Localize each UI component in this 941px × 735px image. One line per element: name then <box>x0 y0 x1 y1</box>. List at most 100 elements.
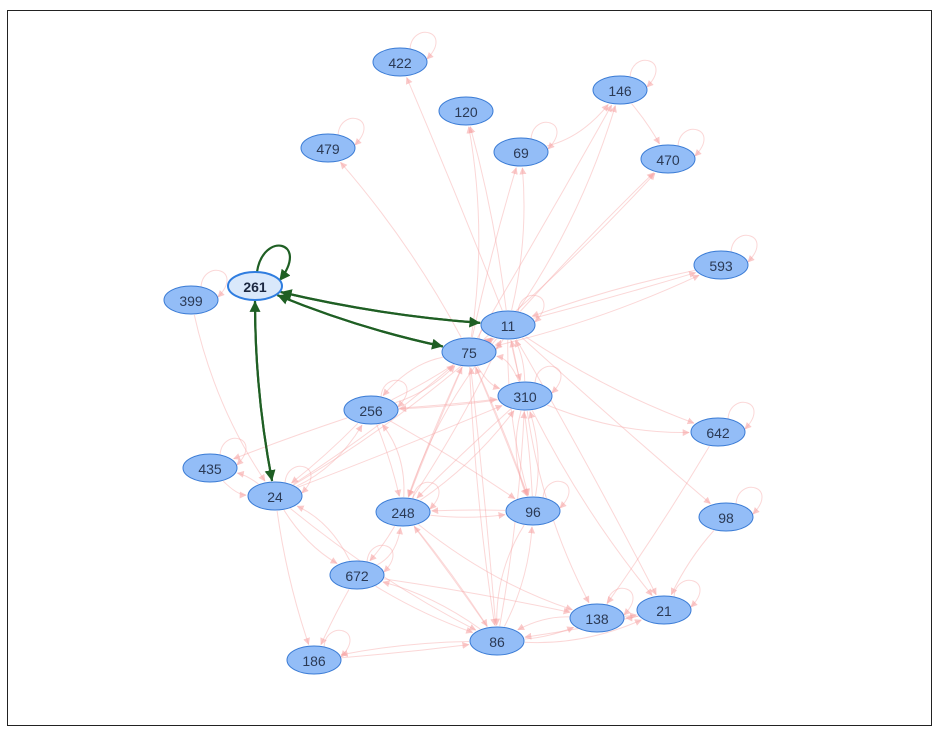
node-shape-642[interactable] <box>690 417 746 447</box>
node-shape-146[interactable] <box>592 75 648 105</box>
node-shape-98[interactable] <box>698 502 754 532</box>
node-75[interactable]: 75 <box>441 337 497 367</box>
node-672[interactable]: 672 <box>329 560 385 590</box>
edge-479-to-479 <box>337 117 365 146</box>
edge-86-to-248 <box>413 526 488 628</box>
node-shape-593[interactable] <box>693 250 749 280</box>
edge-96-to-75 <box>474 366 528 497</box>
edge-310-to-96 <box>515 410 528 497</box>
node-shape-479[interactable] <box>300 133 356 163</box>
edge-138-to-86 <box>517 616 570 631</box>
faint-edges <box>193 31 763 659</box>
edge-98-to-21 <box>670 530 715 596</box>
edge-146-to-146 <box>629 59 657 88</box>
edge-96-to-96 <box>542 480 570 509</box>
edge-248-to-672 <box>369 526 396 562</box>
node-shape-75[interactable] <box>441 337 497 367</box>
edge-310-to-256 <box>399 399 499 413</box>
node-479[interactable]: 479 <box>300 133 356 163</box>
edge-642-to-138 <box>607 446 710 604</box>
node-146[interactable]: 146 <box>592 75 648 105</box>
node-86[interactable]: 86 <box>469 626 525 656</box>
node-shape-399[interactable] <box>163 285 219 315</box>
node-shape-138[interactable] <box>569 603 625 633</box>
node-label-69: 69 <box>513 145 529 161</box>
node-shape-24[interactable] <box>247 481 303 511</box>
edge-435-to-24 <box>222 480 247 499</box>
node-label-422: 422 <box>388 55 412 71</box>
node-422[interactable]: 422 <box>372 47 428 77</box>
node-shape-310[interactable] <box>497 381 553 411</box>
node-593[interactable]: 593 <box>693 250 749 280</box>
node-24[interactable]: 24 <box>247 481 303 511</box>
edge-672-to-248 <box>377 527 403 566</box>
node-shape-470[interactable] <box>640 144 696 174</box>
edge-86-to-75 <box>468 367 497 627</box>
node-shape-69[interactable] <box>493 137 549 167</box>
node-shape-86[interactable] <box>469 626 525 656</box>
node-label-120: 120 <box>454 104 478 120</box>
node-120[interactable]: 120 <box>438 96 494 126</box>
node-shape-261[interactable] <box>227 271 283 301</box>
node-310[interactable]: 310 <box>497 381 553 411</box>
node-shape-256[interactable] <box>343 395 399 425</box>
edge-593-to-593 <box>730 234 758 263</box>
edge-248-to-248 <box>412 481 440 510</box>
edge-256-to-435 <box>233 417 348 460</box>
edge-11-to-146 <box>517 105 617 312</box>
edge-310-to-642 <box>547 404 690 437</box>
edge-11-to-69 <box>511 167 527 311</box>
edge-24-to-435 <box>236 470 259 485</box>
node-label-479: 479 <box>316 141 340 157</box>
node-shape-672[interactable] <box>329 560 385 590</box>
node-186[interactable]: 186 <box>286 645 342 675</box>
edge-642-to-642 <box>727 401 755 430</box>
node-shape-248[interactable] <box>375 497 431 527</box>
edge-672-to-138 <box>383 578 571 615</box>
node-label-138: 138 <box>585 611 609 627</box>
node-261[interactable]: 261 <box>227 271 283 301</box>
edge-256-to-24 <box>291 422 359 484</box>
edge-96-to-86 <box>493 524 525 626</box>
node-69[interactable]: 69 <box>493 137 549 167</box>
edge-310-to-310 <box>534 365 562 394</box>
node-label-672: 672 <box>345 568 369 584</box>
edge-435-to-435 <box>219 437 247 466</box>
node-label-310: 310 <box>513 389 537 405</box>
node-399[interactable]: 399 <box>163 285 219 315</box>
node-248[interactable]: 248 <box>375 497 431 527</box>
node-shape-435[interactable] <box>182 453 238 483</box>
highlight-edge-75-to-261 <box>277 294 444 348</box>
edge-86-to-186 <box>340 641 470 657</box>
node-shape-422[interactable] <box>372 47 428 77</box>
node-435[interactable]: 435 <box>182 453 238 483</box>
node-shape-186[interactable] <box>286 645 342 675</box>
node-642[interactable]: 642 <box>690 417 746 447</box>
edge-86-to-21 <box>524 619 642 644</box>
edge-248-to-256 <box>382 424 405 498</box>
node-256[interactable]: 256 <box>343 395 399 425</box>
edge-86-to-672 <box>382 580 481 630</box>
node-shape-120[interactable] <box>438 96 494 126</box>
node-label-248: 248 <box>391 505 415 521</box>
edge-672-to-186 <box>320 589 350 646</box>
node-470[interactable]: 470 <box>640 144 696 174</box>
node-label-98: 98 <box>718 510 734 526</box>
edge-24-to-256 <box>296 424 363 487</box>
edge-11-to-98 <box>521 337 711 504</box>
edge-399-to-24 <box>193 314 266 482</box>
node-11[interactable]: 11 <box>480 310 536 340</box>
node-98[interactable]: 98 <box>698 502 754 532</box>
node-shape-21[interactable] <box>636 595 692 625</box>
node-shape-11[interactable] <box>480 310 536 340</box>
edge-75-to-96 <box>475 366 529 496</box>
edge-186-to-86 <box>341 641 470 659</box>
edge-310-to-248 <box>416 408 512 499</box>
node-138[interactable]: 138 <box>569 603 625 633</box>
node-96[interactable]: 96 <box>505 496 561 526</box>
edge-672-to-86 <box>375 585 474 634</box>
node-21[interactable]: 21 <box>636 595 692 625</box>
node-shape-96[interactable] <box>505 496 561 526</box>
edge-593-to-11 <box>531 269 696 318</box>
node-label-435: 435 <box>198 461 222 477</box>
